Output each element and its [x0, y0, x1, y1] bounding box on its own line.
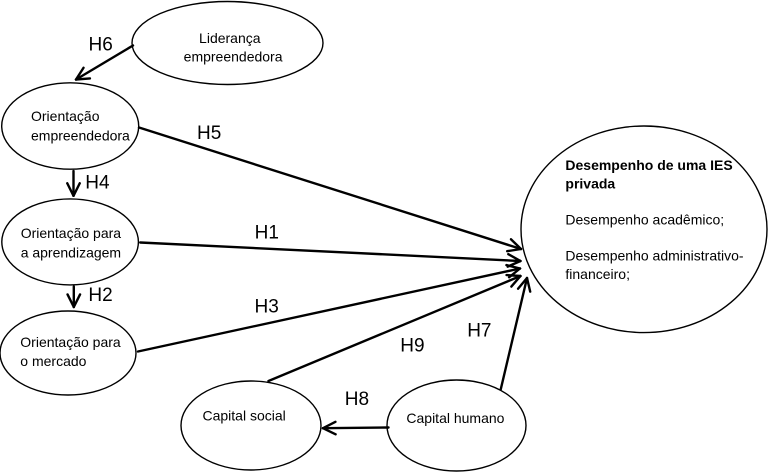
svg-text:H5: H5 [197, 123, 221, 144]
svg-text:o mercado: o mercado [20, 353, 86, 369]
svg-text:Liderança: Liderança [199, 30, 261, 46]
svg-text:H6: H6 [89, 35, 113, 56]
svg-text:H2: H2 [88, 285, 112, 306]
svg-text:empreendedora: empreendedora [184, 49, 283, 65]
svg-text:H7: H7 [467, 321, 491, 342]
svg-text:H8: H8 [345, 389, 369, 410]
svg-text:H3: H3 [255, 296, 279, 317]
svg-text:H4: H4 [85, 172, 110, 193]
svg-text:Orientação para: Orientação para [20, 334, 121, 350]
svg-text:privada: privada [565, 176, 615, 192]
svg-text:financeiro;: financeiro; [565, 266, 630, 282]
svg-text:Orientação para: Orientação para [21, 225, 122, 241]
svg-text:H9: H9 [400, 336, 424, 357]
svg-text:H1: H1 [255, 223, 279, 244]
svg-text:Capital humano: Capital humano [406, 410, 504, 426]
svg-text:Orientação: Orientação [31, 108, 100, 124]
svg-text:Capital social: Capital social [203, 407, 286, 423]
svg-text:Desempenho de uma IES: Desempenho de uma IES [565, 157, 732, 173]
svg-text:Desempenho administrativo-: Desempenho administrativo- [565, 247, 744, 263]
svg-text:empreendedora: empreendedora [31, 128, 130, 144]
svg-text:Desempenho acadêmico;: Desempenho acadêmico; [565, 211, 724, 227]
svg-text:a aprendizagem: a aprendizagem [21, 245, 121, 261]
